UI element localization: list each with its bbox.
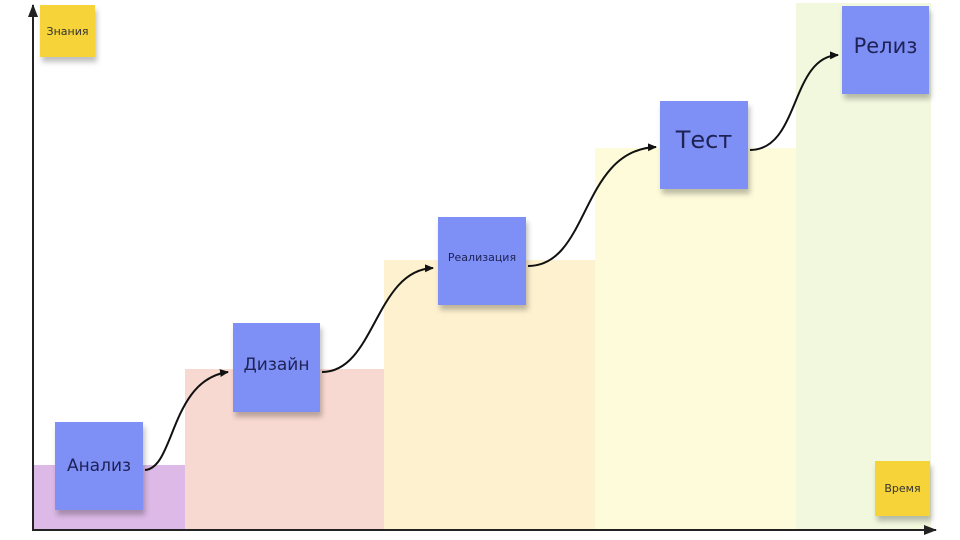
sticky-test: Тест bbox=[660, 101, 748, 189]
stage-band-test bbox=[595, 148, 796, 530]
sticky-release: Релиз bbox=[842, 6, 929, 94]
sticky-analysis: Анализ bbox=[55, 422, 143, 510]
stage-label: Дизайн bbox=[243, 355, 310, 375]
arrow-test-to-release bbox=[749, 51, 839, 151]
arrow-implementation-to-test bbox=[527, 143, 657, 267]
stage-label: Тест bbox=[675, 126, 733, 154]
x-axis-label-sticky: Время bbox=[875, 461, 930, 516]
y-axis-label-sticky: Знания bbox=[40, 5, 95, 57]
x-axis-label: Время bbox=[884, 482, 921, 495]
stage-label: Релиз bbox=[853, 34, 918, 58]
stage-band-implementation bbox=[384, 260, 595, 530]
arrow-design-to-implementation bbox=[321, 264, 434, 373]
sticky-implementation: Реализация bbox=[438, 217, 526, 305]
arrow-analysis-to-design bbox=[144, 369, 229, 471]
sticky-design: Дизайн bbox=[233, 323, 320, 412]
stage-label: Анализ bbox=[66, 456, 132, 476]
y-axis-label: Знания bbox=[46, 24, 89, 38]
stage-label: Реализация bbox=[447, 251, 517, 264]
